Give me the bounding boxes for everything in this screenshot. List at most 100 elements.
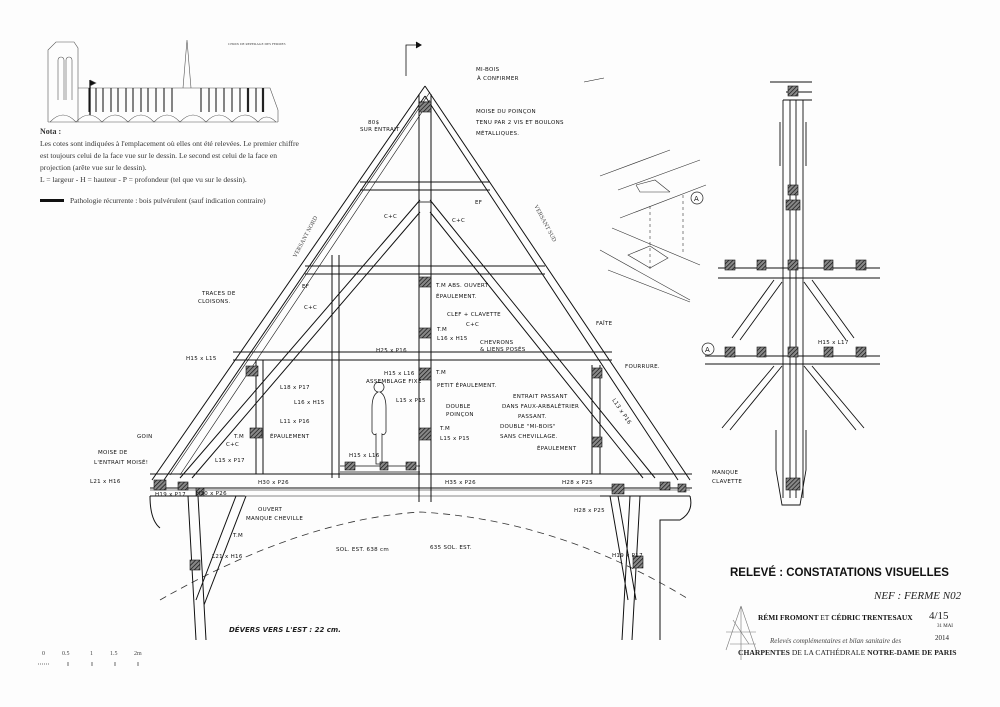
label-manque-clavette: MANQUE [712,470,738,476]
cathedral-key-plan [47,39,279,123]
key-plan-caption: CHOIX DE REPERAGE DES FERMES [228,42,286,46]
label-l15p15: L15 x P15 [396,398,426,404]
label-sur-entrait: SUR ENTRAIT [360,127,400,133]
label-h19-corbel: H19 x P17 [612,553,643,559]
label-cc-left: C+C [304,305,317,311]
logo-truss-icon [725,605,757,660]
project-name: CHARPENTES DE LA CATHÉDRALE NOTRE-DAME D… [738,648,956,657]
label-h15-floor: H15 x L16 [349,453,380,459]
human-scale-figure [371,381,387,465]
sheet-year: 2014 [935,634,949,642]
side-elevation [705,81,880,506]
side-elevation-sections [724,85,867,491]
label-versant-nord: VERSANT NORD [292,215,319,259]
label-chevrons: CHEVRONS [480,340,514,346]
label-entrait-passant-4: DOUBLE "MI-BOIS" [500,424,556,430]
label-h28p25: H28 x P25 [562,480,593,486]
devers-note: DÉVERS VERS L'EST : 22 cm. [229,626,341,634]
label-manque-clavette-2: CLAVETTE [712,479,742,485]
label-h25p16: H25 x P16 [376,348,407,354]
sheet-title: RELEVÉ : CONSTATATIONS VISUELLES [730,567,949,579]
label-chevrons-2: & LIENS POSÉS [480,345,526,353]
label-l21h16: L21 x H16 [90,479,121,485]
label-entrait-passant-2: DANS FAUX-ARBALÉTRIER [502,402,579,410]
label-assemblage: ASSEMBLAGE FIXÉ [366,377,422,385]
nota-text-2: L = largeur - H = hauteur - P = profonde… [40,175,247,184]
label-l15p15-2: L15 x P15 [440,436,470,442]
label-h35p26: H35 x P26 [445,480,476,486]
label-clef-clavette: CLEF + CLAVETTE [447,312,501,318]
label-entrait-passant-3: PASSANT. [518,414,547,420]
pathology-legend: Pathologie récurrente : bois pulvérulent… [40,196,266,205]
detail-a-label: A [694,195,699,203]
label-ef-1: EF [302,284,309,290]
legend-text: Pathologie récurrente : bois pulvérulent… [70,196,266,205]
scale-bar [38,662,139,666]
label-ef-2: EF [475,200,482,206]
label-traces-cloisons: TRACES DE [201,291,236,297]
nota-title: Nota : [40,127,62,136]
label-tm-abs: T.M ABS. OUVERT [435,283,489,289]
label-sol-est-left: SOL. EST. 638 cm [336,547,389,553]
detail-a-elevation-label: A [705,346,710,354]
project-description: Relevés complémentaires et bilan sanitai… [770,637,902,645]
section-markers [153,101,687,571]
nota-block: Nota : Les cotes sont indiquées à l'empl… [40,126,302,186]
label-cc-clef: C+C [466,322,479,328]
project-name-2: DE LA CATHÉDRALE [791,648,866,657]
author-2: CÉDRIC TRENTESAUX [831,613,913,622]
label-epaulement-right: ÉPAULEMENT [537,444,577,452]
label-mi-bois: MI-BOIS [476,67,500,73]
label-h28-corbel: H28 x P25 [574,508,605,514]
project-name-1: CHARPENTES [738,648,790,657]
label-epaulement: ÉPAULEMENT. [436,292,477,300]
nota-text-1: Les cotes sont indiquées à l'emplacement… [40,139,299,172]
scale-tick-2: 1 [90,651,93,657]
label-a-confirmer: À CONFIRMER [477,75,519,82]
label-traces-cloisons-2: CLOISONS. [198,299,231,305]
authors: RÉMI FROMONT ET CÉDRIC TRENTESAUX [758,613,913,622]
scale-tick-0: 0 [42,651,45,657]
label-faite: FAÎTE [596,320,613,327]
label-tm-3: T.M [439,426,450,432]
scale-tick-3: 1.5 [110,651,118,657]
label-h30p26-corbel: H30 x P26 [196,491,227,497]
label-h15l17: H15 x L17 [818,340,849,346]
sheet-date: 31 MAI [937,624,953,629]
label-h30p26: H30 x P26 [258,480,289,486]
label-sol-est-right: 635 SOL. EST. [430,545,472,551]
label-double-poincon: DOUBLE [446,404,471,410]
label-cc-left-2: C+C [226,442,239,448]
label-moise-entrait: MOISE DE [98,450,128,456]
label-double-poincon-2: POINÇON [446,412,474,418]
label-petit-epaulement: PETIT ÉPAULEMENT. [437,381,497,389]
vault-outline [159,511,691,601]
label-entrait-passant: ENTRAIT PASSANT [513,394,568,400]
label-manque-cheville: MANQUE CHEVILLE [246,516,303,522]
label-epaulement-left: ÉPAULEMENT [270,432,310,440]
scale-tick-1: 0.5 [62,651,70,657]
label-cc-2: C+C [452,218,465,224]
label-tm-2: T.M [435,370,446,376]
label-l16h15: L16 x H15 [437,336,468,342]
author-1: RÉMI FROMONT [758,613,819,622]
label-l15p17: L15 x P17 [215,458,245,464]
label-h15l16: H15 x L16 [384,371,415,377]
label-l21h16-lower: L21 x H16 [212,554,243,560]
detail-a-sketch [599,149,707,303]
label-tm-corbel: T.M [232,533,243,539]
label-moise-poincon-3: MÉTALLIQUES. [476,129,519,137]
authors-and: ET [820,613,830,622]
label-moise-poincon-2: TENU PAR 2 VIS ET BOULONS [475,120,564,126]
label-ouvert: OUVERT [258,507,283,513]
label-cc-1: C+C [384,214,397,220]
label-goin: GOIN [137,434,153,440]
detail-a-marker-elevation [701,342,715,356]
label-h15l15: H15 x L15 [186,356,217,362]
detail-a-marker [690,191,704,205]
label-l13p16: L13 x P16 [610,398,632,426]
label-tm-1: T.M [436,327,447,333]
label-faitage-dim: 80$ [368,120,380,126]
sheet-subtitle: NEF : FERME N02 [874,590,962,602]
label-tm-left: T.M [233,434,244,440]
